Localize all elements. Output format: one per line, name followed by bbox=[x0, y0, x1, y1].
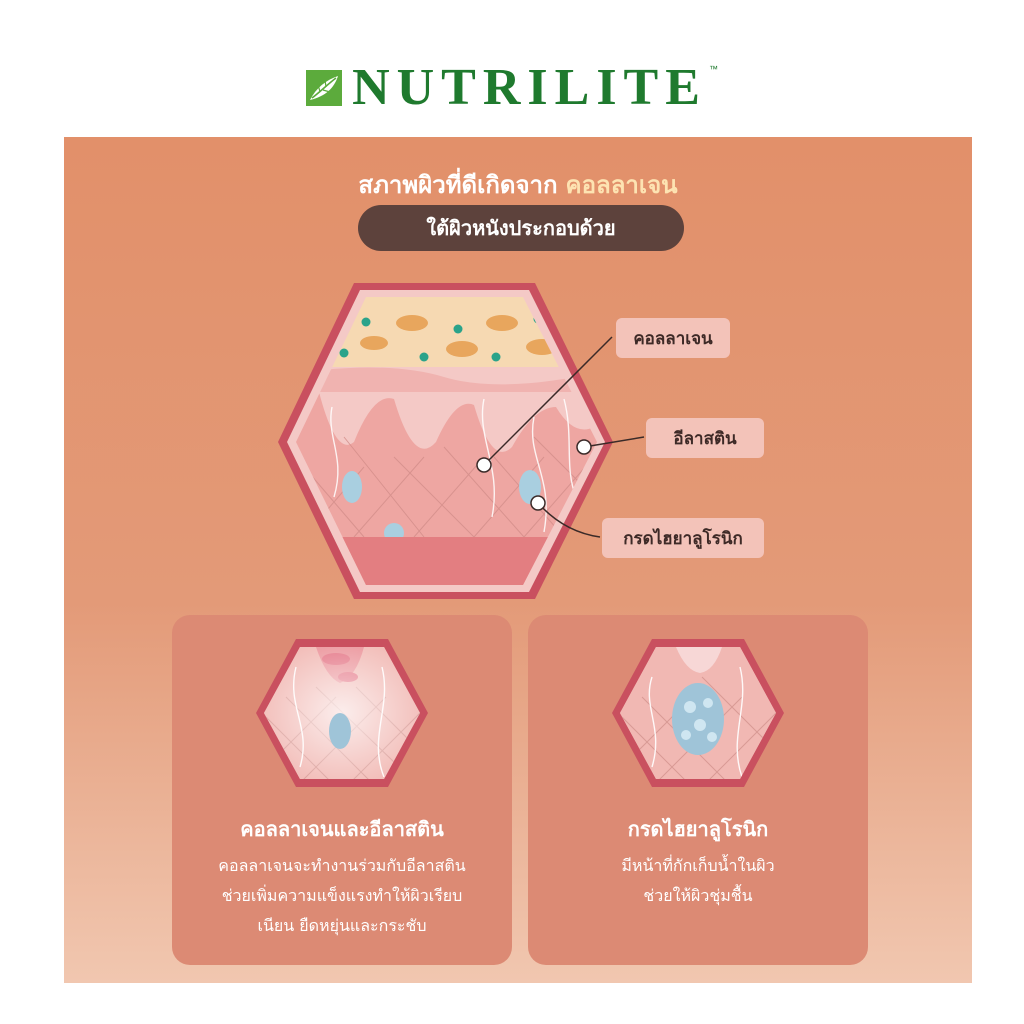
card-collagen-elastin: คอลลาเจนและอีลาสติน คอลลาเจนจะทำงานร่วมก… bbox=[172, 615, 512, 965]
headline-prefix: สภาพผิวที่ดีเกิดจาก bbox=[358, 171, 558, 199]
callout-hyaluronic: กรดไฮยาลูโรนิก bbox=[602, 518, 764, 558]
card-body-line: ช่วยเพิ่มความแข็งแรงทำให้ผิวเรียบ bbox=[221, 886, 463, 905]
brand-logo: NUTRILITE ™ bbox=[0, 58, 1024, 118]
card-hyaluronic: กรดไฮยาลูโรนิก มีหน้าที่กักเก็บน้ำในผิว … bbox=[528, 615, 868, 965]
headline: สภาพผิวที่ดีเกิดจากคอลลาเจน bbox=[64, 165, 972, 204]
callout-collagen: คอลลาเจน bbox=[616, 318, 730, 358]
card-body-line: เนียน ยืดหยุ่นและกระชับ bbox=[257, 916, 427, 935]
card-body-line: คอลลาเจนจะทำงานร่วมกับอีลาสติน bbox=[218, 856, 466, 875]
hyaluronic-pointer-dot bbox=[530, 495, 546, 511]
collagen-elastin-hexagon-illustration bbox=[256, 639, 428, 787]
headline-highlight: คอลลาเจน bbox=[565, 171, 678, 199]
card-title: กรดไฮยาลูโรนิก bbox=[627, 817, 769, 841]
info-panel: สภาพผิวที่ดีเกิดจากคอลลาเจน ใต้ผิวหนังปร… bbox=[64, 137, 972, 983]
card-body-line: ช่วยให้ผิวชุ่มชื้น bbox=[643, 886, 753, 905]
elastin-pointer-dot bbox=[576, 439, 592, 455]
card-body-line: มีหน้าที่กักเก็บน้ำในผิว bbox=[621, 856, 775, 875]
collagen-pointer-dot bbox=[476, 457, 492, 473]
hyaluronic-hexagon-illustration bbox=[612, 639, 784, 787]
callout-elastin: อีลาสติน bbox=[646, 418, 764, 458]
subtitle-pill: ใต้ผิวหนังประกอบด้วย bbox=[358, 205, 684, 251]
card-title: คอลลาเจนและอีลาสติน bbox=[240, 817, 444, 841]
leaf-logo-icon bbox=[306, 70, 343, 106]
skin-layers-diagram bbox=[278, 283, 645, 599]
brand-name: NUTRILITE bbox=[352, 59, 707, 116]
trademark: ™ bbox=[708, 64, 718, 74]
card-body: คอลลาเจนจะทำงานร่วมกับอีลาสติน ช่วยเพิ่ม… bbox=[190, 851, 494, 941]
card-body: มีหน้าที่กักเก็บน้ำในผิว ช่วยให้ผิวชุ่มช… bbox=[546, 851, 850, 911]
